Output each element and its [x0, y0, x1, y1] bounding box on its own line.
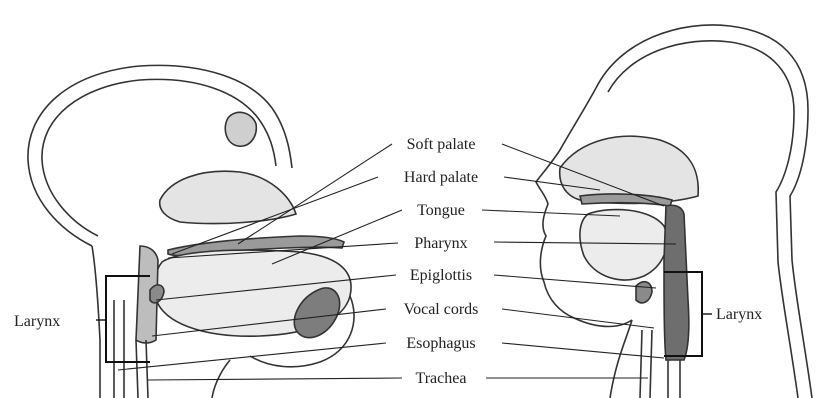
label-larynx-right: Larynx	[716, 306, 762, 323]
left-neck-back	[92, 246, 100, 398]
label-hard-palate: Hard palate	[404, 169, 478, 186]
label-pharynx: Pharynx	[414, 235, 467, 252]
label-trachea: Trachea	[416, 370, 467, 387]
right-pharynx-column	[664, 205, 689, 360]
label-esophagus: Esophagus	[406, 335, 475, 352]
left-head-section	[28, 65, 354, 398]
left-trachea-tube	[114, 300, 124, 398]
label-tongue: Tongue	[417, 202, 465, 219]
leader-esophagus-left	[118, 343, 386, 370]
leader-esophagus-right	[502, 343, 664, 358]
right-face-profile	[536, 88, 632, 327]
label-epiglottis: Epiglottis	[410, 267, 472, 284]
right-trachea-tube	[640, 330, 652, 398]
right-esophagus-tube	[668, 360, 680, 398]
label-larynx-left: Larynx	[14, 313, 60, 330]
right-head-section	[536, 25, 812, 398]
label-vocal-cords: Vocal cords	[404, 301, 479, 318]
right-jaw	[610, 320, 632, 398]
right-epiglottis	[636, 282, 652, 303]
right-tongue	[580, 210, 667, 280]
left-esophagus-tube	[136, 340, 148, 398]
label-soft-palate: Soft palate	[407, 136, 476, 153]
right-nasal-cavity	[560, 136, 699, 203]
left-sinus	[225, 112, 256, 146]
leader-trachea-left	[148, 378, 402, 380]
leader-vocal-cords-right	[502, 309, 654, 328]
